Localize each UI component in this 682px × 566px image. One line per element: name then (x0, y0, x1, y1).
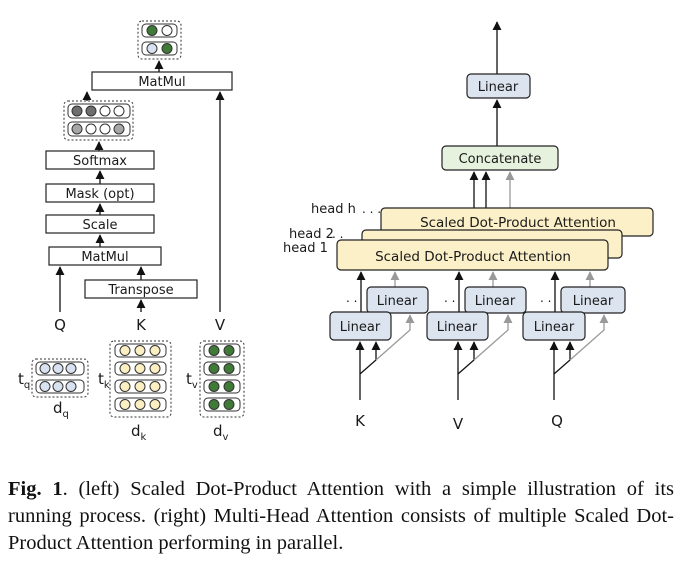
linear-group-q: Linear Linear . . (522, 286, 626, 400)
tv-label: tv (186, 370, 198, 391)
input-v-label: V (453, 415, 464, 433)
linear-k-front-block (329, 311, 392, 341)
output-linear-label: Linear (478, 80, 519, 95)
transpose-label: Transpose (107, 283, 173, 298)
query-tokens (31, 358, 89, 398)
linear-q-back-block (560, 286, 626, 314)
concatenate-block (441, 145, 559, 171)
linear-q-front-block (522, 311, 586, 341)
linear-q-front-label: Linear (534, 320, 575, 335)
linear-v-ellipsis: . . (444, 291, 455, 305)
key-tokens (109, 340, 172, 418)
input-q-label: Q (54, 316, 66, 334)
softmax-block (45, 150, 155, 170)
linear-v-front-block (426, 311, 489, 341)
mask-block (45, 183, 155, 203)
sdpa-head-1-label: Scaled Dot-Product Attention (375, 249, 571, 265)
dk-label: dk (131, 422, 147, 443)
output-tokens (137, 20, 182, 60)
scaled-dot-product-attention-diagram: MatMul Softmax Mask (opt) Scale MatMul (18, 20, 245, 443)
tq-label: tq (18, 370, 30, 391)
linear-k-ellipsis: . . (346, 291, 357, 305)
linear-q-back-label: Linear (573, 294, 614, 309)
head-h-label: head h (311, 202, 356, 217)
linear-group-v: Linear Linear . . (426, 286, 527, 400)
matmul-bottom-block (48, 246, 162, 266)
linear-v-back-label: Linear (475, 294, 516, 309)
transpose-block (84, 279, 198, 299)
attention-diagram: MatMul Softmax Mask (opt) Scale MatMul (18, 20, 654, 443)
matmul-bottom-label: MatMul (81, 250, 128, 265)
head-1-label: head 1 (283, 241, 328, 256)
multi-head-attention-diagram: Linear Concatenate Scaled Dot-Product At… (283, 21, 654, 433)
input-q-label: Q (551, 412, 563, 430)
head-ellipsis-upper: . . . (362, 202, 381, 216)
figure-caption: Fig. 1. (left) Scaled Dot-Product Attent… (8, 476, 674, 557)
input-k-label: K (136, 316, 147, 334)
linear-q-ellipsis: . . (540, 291, 551, 305)
output-linear-block (466, 73, 531, 99)
concatenate-label: Concatenate (459, 152, 542, 167)
matmul-top-block (91, 71, 233, 91)
caption-text: . (left) Scaled Dot-Product Attention wi… (8, 478, 675, 554)
matmul-top-label: MatMul (138, 75, 185, 90)
scale-label: Scale (83, 218, 118, 233)
linear-k-front-label: Linear (340, 320, 381, 335)
head-ellipsis-lower: . . (332, 227, 343, 241)
attention-weight-tokens (63, 100, 134, 141)
linear-k-back-label: Linear (377, 294, 418, 309)
head-2-label: head 2 (289, 227, 334, 242)
dq-label: dq (53, 399, 69, 420)
linear-group-k: Linear Linear . . (329, 286, 429, 400)
linear-v-front-label: Linear (437, 320, 478, 335)
linear-v-back-block (464, 286, 527, 314)
mask-label: Mask (opt) (65, 187, 134, 202)
linear-k-back-block (366, 286, 429, 314)
softmax-label: Softmax (73, 154, 127, 169)
sdpa-head-1-block (336, 239, 609, 271)
tk-label: tk (98, 370, 110, 391)
scale-block (45, 214, 155, 234)
input-v-label: V (215, 316, 226, 334)
value-tokens (199, 340, 245, 418)
dv-label: dv (213, 422, 229, 443)
input-k-label: K (355, 412, 366, 430)
figure-label: Fig. 1 (8, 478, 63, 500)
sdpa-head-h-label: Scaled Dot-Product Attention (420, 215, 616, 231)
